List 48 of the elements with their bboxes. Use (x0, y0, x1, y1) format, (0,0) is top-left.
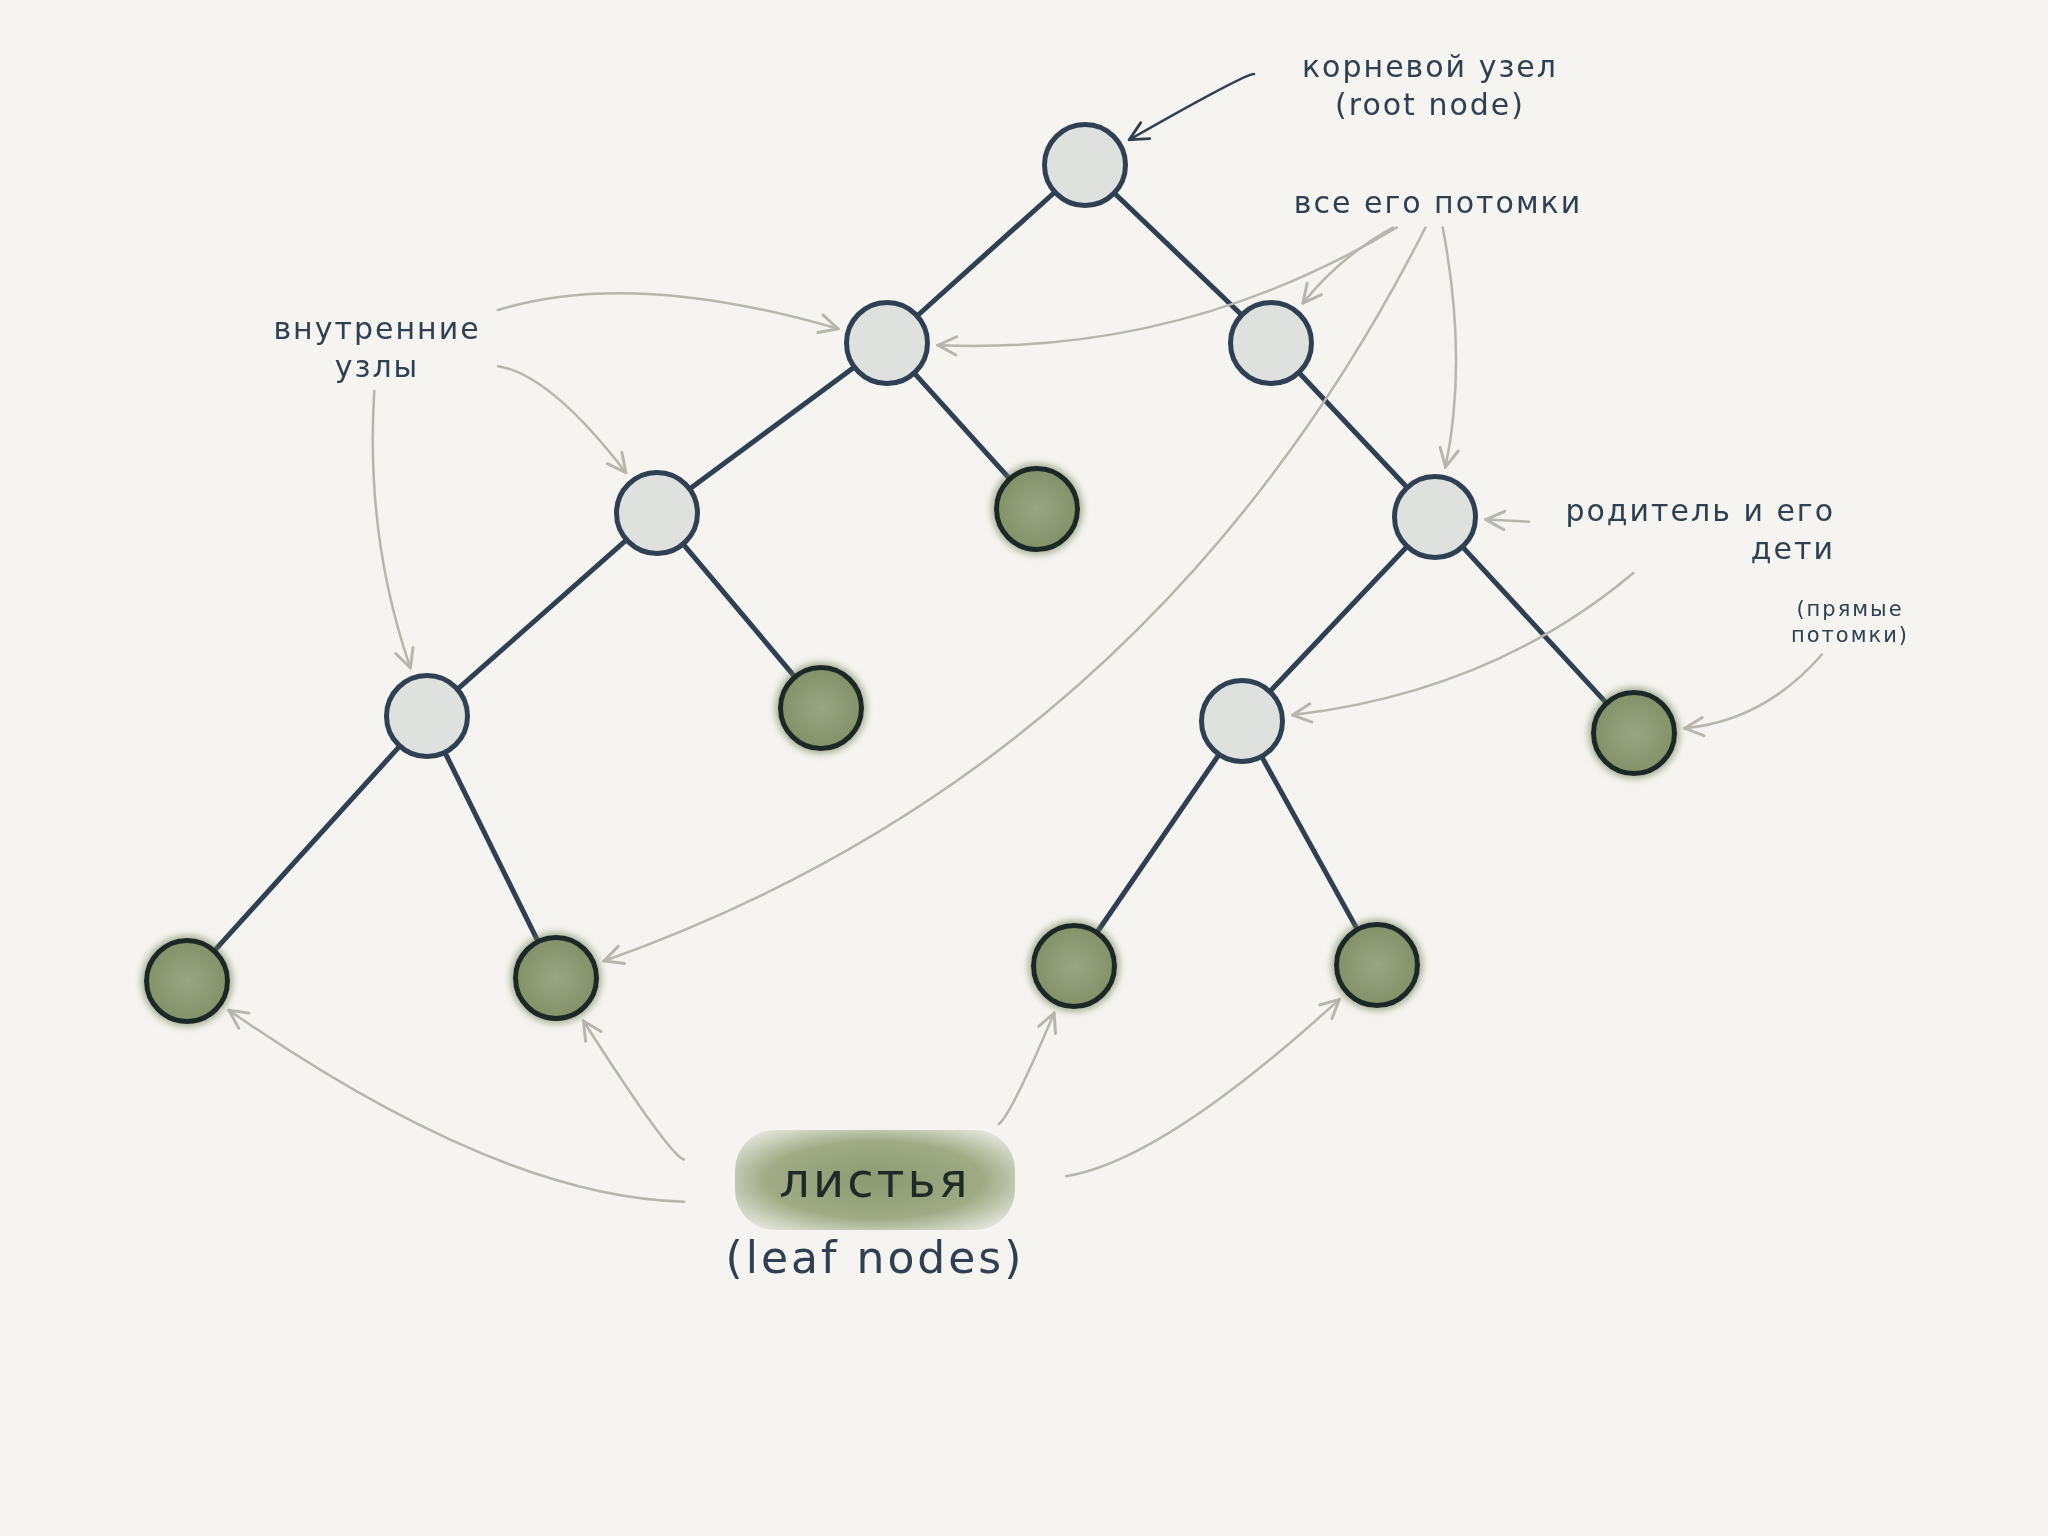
annotation-arrow (496, 291, 840, 335)
annotation-arrow (1683, 653, 1824, 737)
leaf-node-circle (513, 935, 599, 1021)
annotation-arrow (1484, 509, 1531, 532)
tree-branch-line (682, 543, 796, 678)
annotation-text: (прямые потомки) (1790, 596, 1910, 649)
annotation-arrow (997, 1011, 1057, 1126)
annotation-arrow (936, 226, 1399, 357)
annotation-text: все его потомки (1228, 184, 1648, 222)
tree-branch-line (1113, 192, 1243, 316)
annotation-arrow (1127, 72, 1256, 142)
annotation-arrow (602, 226, 1427, 965)
tree-node-circle (844, 300, 930, 386)
annotation-arrow (1064, 997, 1341, 1178)
tree-branch-line (1269, 545, 1408, 693)
leaf-node-circle (144, 938, 230, 1024)
annotation-arrow (582, 1019, 686, 1161)
tree-branch-line (1298, 371, 1408, 489)
tree-branch-line (1461, 546, 1608, 704)
annotation-text: корневой узел (1302, 48, 1558, 86)
tree-branch-line (443, 752, 540, 942)
tree-branch-line (213, 745, 401, 952)
annotation-text: (leaf nodes) (725, 1232, 1025, 1283)
highlighted-label: листья (735, 1130, 1015, 1230)
tree-branch-line (689, 366, 855, 490)
tree-branch-line (1095, 753, 1221, 934)
tree-branch-line (916, 191, 1056, 317)
leaf-node-circle (1334, 922, 1420, 1008)
annotation-arrow (496, 364, 628, 475)
tree-node-circle (1228, 300, 1314, 386)
annotation-arrow (1291, 571, 1635, 724)
tree-branch-line (913, 372, 1011, 480)
tree-node-circle (614, 470, 700, 556)
leaf-node-circle (1031, 923, 1117, 1009)
annotation-arrow (227, 1008, 686, 1203)
annotation-text: внутренние узлы (262, 310, 492, 385)
annotation-text: родитель и его дети (1535, 492, 1835, 567)
annotation-arrow (371, 389, 415, 670)
tree-branch-line (456, 538, 628, 691)
annotation-text: (root node) (1335, 85, 1525, 123)
leaf-node-circle (994, 466, 1080, 552)
annotation-arrow (1301, 226, 1395, 305)
annotation-arrow (1438, 226, 1460, 469)
tree-node-circle (1042, 122, 1128, 208)
leaf-node-circle (1591, 690, 1677, 776)
leaf-node-circle (778, 665, 864, 751)
tree-node-circle (1392, 474, 1478, 560)
tree-branch-line (1260, 756, 1359, 930)
